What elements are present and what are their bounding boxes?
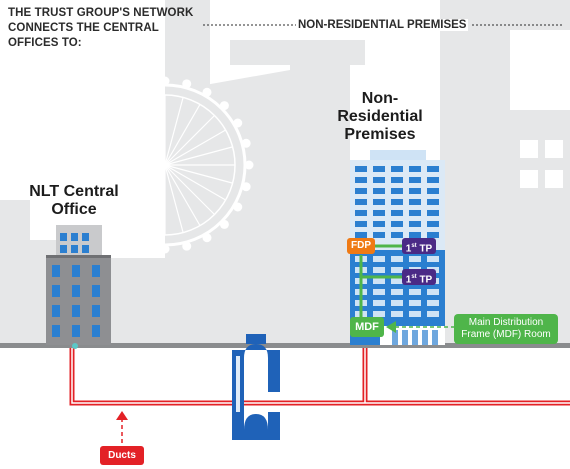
duct-lines xyxy=(69,348,570,406)
premises-title: Non-Residential Premises xyxy=(337,90,423,143)
fiber-lines xyxy=(359,244,404,318)
header-left-text: THE TRUST GROUP'S NETWORK CONNECTS THE C… xyxy=(8,7,194,49)
ferris-wheel-graphic xyxy=(76,76,254,254)
first-tp-badge-upper: 1st TP xyxy=(402,238,436,254)
header-right-text: NON-RESIDENTIAL PREMISES xyxy=(296,19,469,31)
ducts-label: Ducts xyxy=(100,446,144,465)
nlt-central-office-title: NLT Central Office xyxy=(29,183,119,218)
manhole-cross-section xyxy=(232,334,280,440)
ducts-callout-arrow xyxy=(116,411,128,444)
fdp-badge: FDP xyxy=(347,238,375,254)
mdf-room-arrow xyxy=(386,321,454,333)
first-tp-badge-lower: 1st TP xyxy=(402,269,436,285)
duct-entry-point xyxy=(72,343,78,349)
duct-lines-inner xyxy=(71,348,570,404)
ground-line xyxy=(0,343,570,348)
mdf-badge: MDF xyxy=(350,317,384,337)
mdf-room-label: Main Distribution Frame (MDF) Room xyxy=(454,314,558,344)
skyline-background xyxy=(0,0,570,344)
nlt-central-office-building xyxy=(46,225,111,345)
